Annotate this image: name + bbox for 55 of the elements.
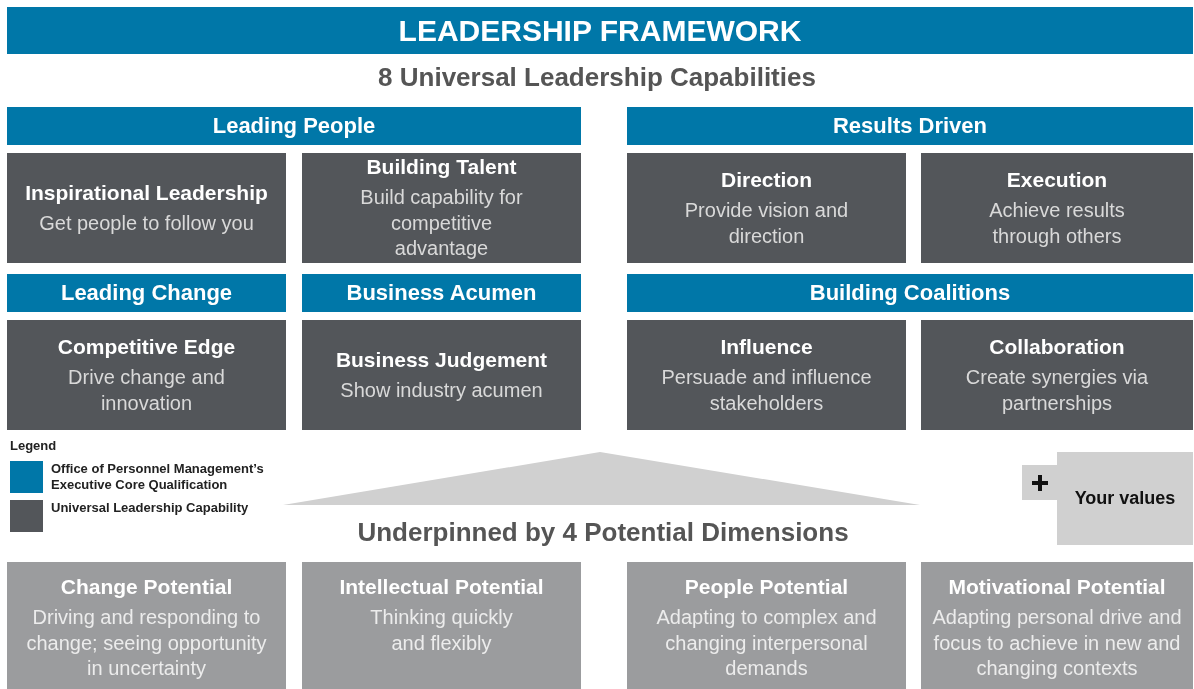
card-title: Building Talent <box>366 154 517 180</box>
card-description: Achieve results through others <box>988 198 1126 249</box>
subtitle: 8 Universal Leadership Capabilities <box>377 62 817 93</box>
section-heading: Underpinned by 4 Potential Dimensions <box>356 517 850 548</box>
card-title: Change Potential <box>60 574 233 600</box>
legend-text: Universal Leadership Capability <box>51 500 250 516</box>
capability-card <box>7 153 286 263</box>
card-description: Get people to follow you <box>39 210 254 236</box>
potential-card <box>302 562 581 689</box>
card-title: Results Driven <box>832 112 988 140</box>
card-title: Business Acumen <box>346 279 537 307</box>
capability-card <box>302 153 581 263</box>
card-title: Building Coalitions <box>809 279 1011 307</box>
capability-card <box>921 153 1193 263</box>
potential-card <box>7 562 286 689</box>
legend-text: Office of Personnel Management’s Executive Core Qualification <box>51 461 265 493</box>
card-title: Your values <box>1074 487 1176 510</box>
card-description: Driving and responding to change; seeing opportunity in uncertainty <box>25 605 268 682</box>
capability-card <box>627 320 906 430</box>
card-title: Collaboration <box>989 333 1125 359</box>
triangle-shape <box>283 452 920 505</box>
category-header <box>302 274 581 312</box>
category-header <box>627 274 1193 312</box>
card-title: Direction <box>721 166 812 192</box>
card-description: Thinking quickly and flexibly <box>369 605 514 656</box>
card-description: Provide vision and direction <box>683 198 850 249</box>
potential-card <box>627 562 906 689</box>
card-title: Competitive Edge <box>57 333 236 359</box>
capability-card <box>921 320 1193 430</box>
capability-card <box>302 320 581 430</box>
card-title: Leading Change <box>60 279 233 307</box>
card-title: Leading People <box>212 112 376 140</box>
category-header <box>7 107 581 145</box>
card-title: People Potential <box>684 574 849 600</box>
card-description: Create synergies via partnerships <box>964 365 1150 416</box>
category-header <box>7 274 286 312</box>
capability-card <box>7 320 286 430</box>
card-title: Inspirational Leadership <box>25 179 268 205</box>
card-title: Influence <box>720 333 813 359</box>
card-description: Build capability for competitive advantage <box>359 185 524 262</box>
values-box <box>1057 452 1193 545</box>
card-description: Show industry acumen <box>340 377 543 403</box>
legend-title: Legend <box>10 438 57 453</box>
capability-card <box>627 153 906 263</box>
card-description: Adapting personal drive and focus to achieve in new and changing contexts <box>932 605 1182 682</box>
card-description: Drive change and innovation <box>67 365 226 416</box>
card-title: Motivational Potential <box>948 574 1166 600</box>
title-banner: LEADERSHIP FRAMEWORK <box>7 7 1193 54</box>
card-title: Execution <box>1006 166 1108 192</box>
card-description: Adapting to complex and changing interpersonal demands <box>655 605 878 682</box>
potential-card <box>921 562 1193 689</box>
card-title: Business Judgement <box>335 346 548 372</box>
card-title: Intellectual Potential <box>339 574 544 600</box>
card-description: Persuade and influence stakeholders <box>660 365 873 416</box>
category-header <box>627 107 1193 145</box>
